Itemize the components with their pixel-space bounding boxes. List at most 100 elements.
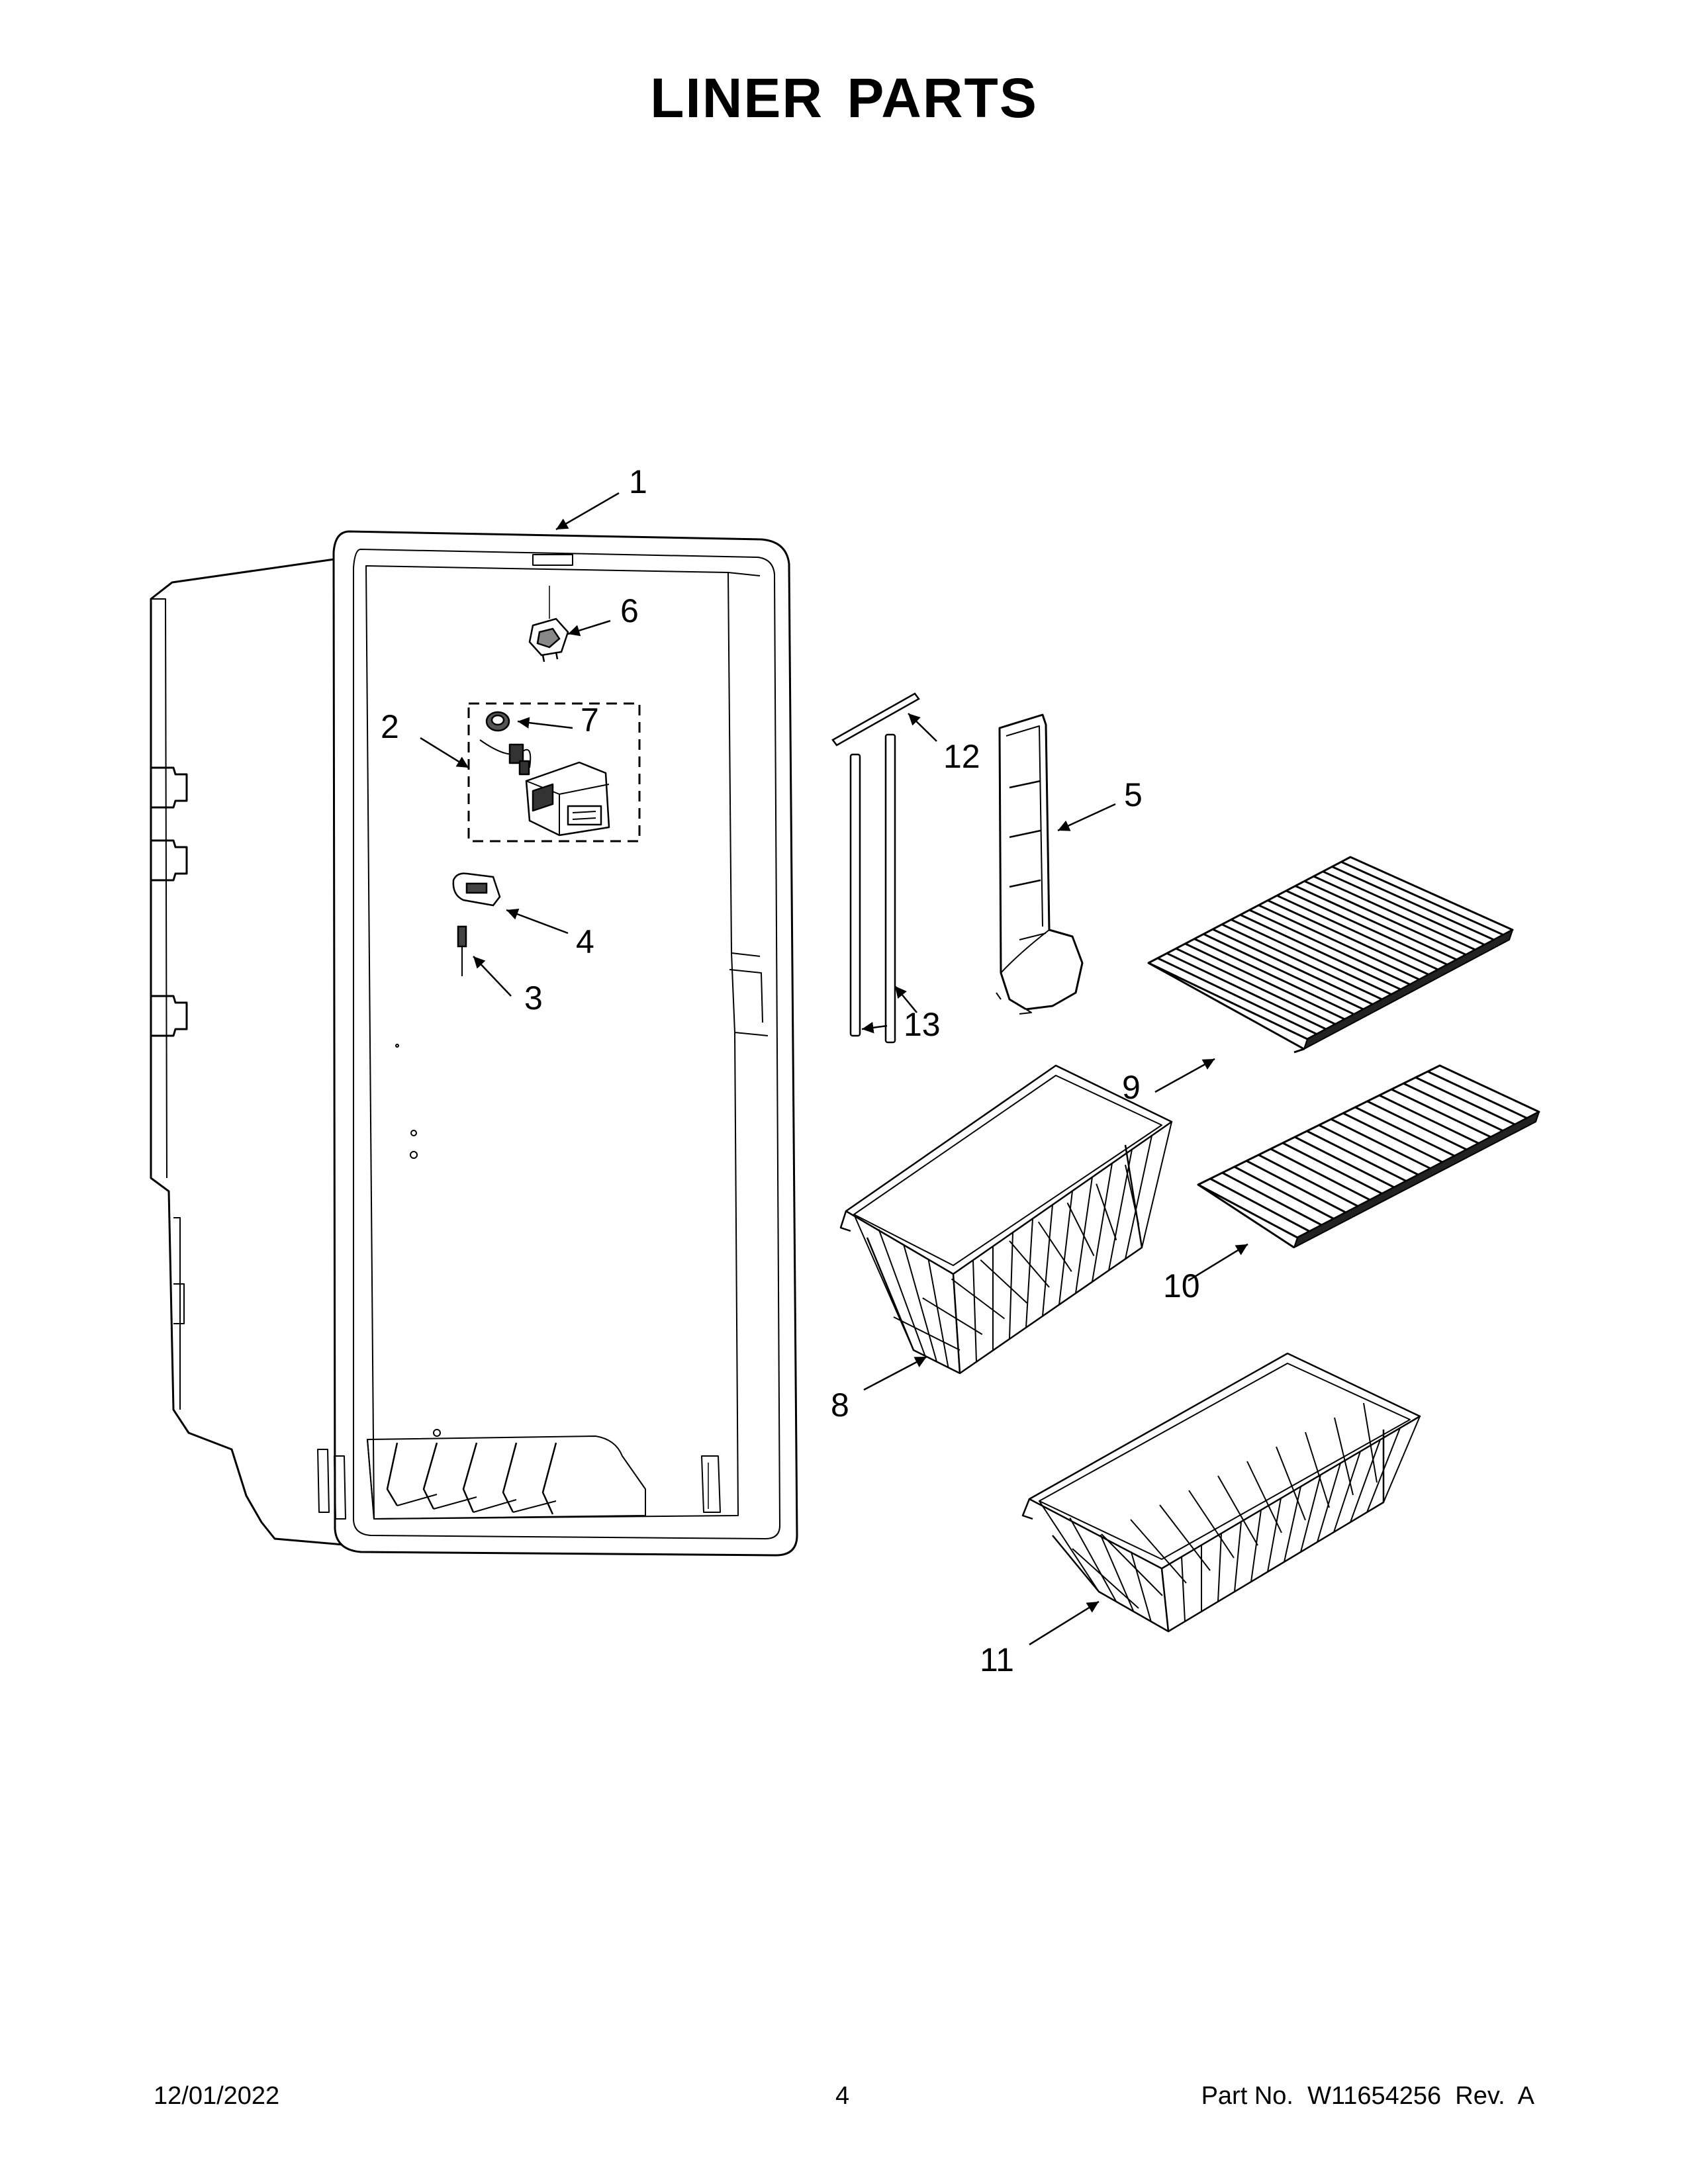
wire-line	[893, 1316, 961, 1351]
wire-line	[1258, 904, 1420, 981]
wire-line	[1350, 1439, 1381, 1523]
wire-line	[1363, 1402, 1378, 1483]
wire-line	[1066, 1203, 1095, 1256]
wire-line	[1334, 1417, 1354, 1496]
wire-line	[1159, 1504, 1211, 1571]
callout-9: 9	[1122, 1069, 1141, 1106]
vertical-trim-part	[849, 733, 896, 1044]
wire-line	[1125, 1135, 1152, 1259]
wire-line	[1248, 909, 1411, 985]
wire-line	[1009, 1240, 1050, 1288]
wire-line	[1039, 1500, 1100, 1592]
callout-12: 12	[943, 738, 980, 775]
callout-2: 2	[381, 708, 399, 745]
wire-line	[1322, 870, 1485, 946]
wire-line	[1058, 1191, 1073, 1305]
wire-line	[1305, 1432, 1330, 1508]
wire-line	[903, 1244, 937, 1362]
wire-line	[1313, 875, 1476, 951]
air-duct-part	[996, 713, 1084, 1015]
wire-line	[1240, 913, 1401, 991]
upper-shelf-part	[1147, 856, 1514, 1054]
wire-line	[1157, 957, 1317, 1035]
footer-page-number: 4	[835, 2082, 850, 2110]
control-box-part	[479, 711, 610, 837]
callout-4: 4	[576, 923, 594, 960]
wire-line	[1246, 1160, 1346, 1214]
callout-1: 1	[629, 463, 647, 500]
page-title: LINER PARTS	[650, 67, 1038, 129]
wire-line	[1317, 1463, 1341, 1543]
wire-line	[1258, 1154, 1358, 1207]
wire-line	[922, 1297, 983, 1336]
wire-line	[1282, 1142, 1383, 1195]
wire-line	[1009, 1232, 1013, 1340]
wire-line	[1427, 1070, 1528, 1119]
wire-line	[1181, 1557, 1186, 1622]
light-socket-part	[528, 617, 569, 662]
wire-line	[972, 1260, 977, 1362]
wire-line	[1025, 1218, 1033, 1328]
wire-line	[1246, 1461, 1282, 1533]
wire-line	[1221, 1171, 1323, 1226]
wire-line	[1333, 1451, 1361, 1533]
callout-13: 13	[904, 1006, 941, 1043]
wire-line	[1294, 1136, 1395, 1189]
wire-line	[1125, 1164, 1139, 1225]
wire-line	[1284, 1486, 1301, 1563]
wire-line	[1203, 933, 1364, 1011]
callout-3: 3	[524, 979, 543, 1017]
wire-line	[1318, 1124, 1419, 1176]
wire-line	[1166, 952, 1327, 1030]
wire-line	[1212, 928, 1374, 1005]
wire-line	[927, 1259, 949, 1368]
wire-line	[1042, 1205, 1053, 1316]
wire-line	[1221, 923, 1383, 1001]
wire-line	[1366, 1428, 1401, 1513]
wire-line	[1234, 1522, 1242, 1592]
wire-line	[878, 1229, 926, 1357]
wire-line	[1403, 1082, 1503, 1132]
lower-basket-part	[1021, 1352, 1421, 1633]
upper-basket-part	[839, 1064, 1173, 1375]
wire-line	[1379, 1094, 1479, 1144]
wire-line	[1096, 1183, 1117, 1241]
wire-line	[1130, 1519, 1187, 1584]
wire-line	[953, 1273, 961, 1374]
wire-line	[1306, 1130, 1407, 1182]
wire-line	[1108, 1149, 1133, 1271]
wire-line	[1141, 1121, 1172, 1248]
wire-line	[1276, 1446, 1306, 1521]
wire-line	[853, 1214, 914, 1351]
wire-line	[1231, 919, 1392, 995]
wire-line	[1270, 1148, 1371, 1201]
wire-line	[1340, 860, 1504, 936]
wire-line	[1331, 1118, 1431, 1169]
wire-line	[1354, 1106, 1455, 1157]
wire-line	[951, 1278, 1006, 1320]
callout-5: 5	[1124, 776, 1143, 813]
horizontal-trim-part	[831, 692, 920, 747]
wire-line	[1267, 899, 1429, 976]
wire-line	[1194, 938, 1355, 1015]
wire-line	[1383, 1416, 1421, 1503]
wire-line	[1267, 1498, 1282, 1572]
liner-part	[150, 530, 798, 1557]
wire-line	[1304, 880, 1467, 956]
callout-8: 8	[831, 1387, 849, 1424]
wire-line	[1300, 1475, 1321, 1553]
wire-line	[1342, 1112, 1443, 1163]
wire-line	[1072, 1548, 1139, 1609]
wire-line	[1101, 1533, 1163, 1596]
wire-line	[1415, 1076, 1516, 1126]
wire-line	[1234, 1165, 1335, 1220]
wire-line	[1217, 1475, 1258, 1546]
wire-line	[1209, 1177, 1310, 1232]
wire-line	[1295, 885, 1458, 961]
wire-line	[1130, 1551, 1152, 1622]
wire-line	[1069, 1518, 1117, 1602]
wire-line	[1175, 947, 1336, 1025]
callout-11: 11	[980, 1641, 1014, 1678]
wire-line	[1276, 894, 1438, 971]
